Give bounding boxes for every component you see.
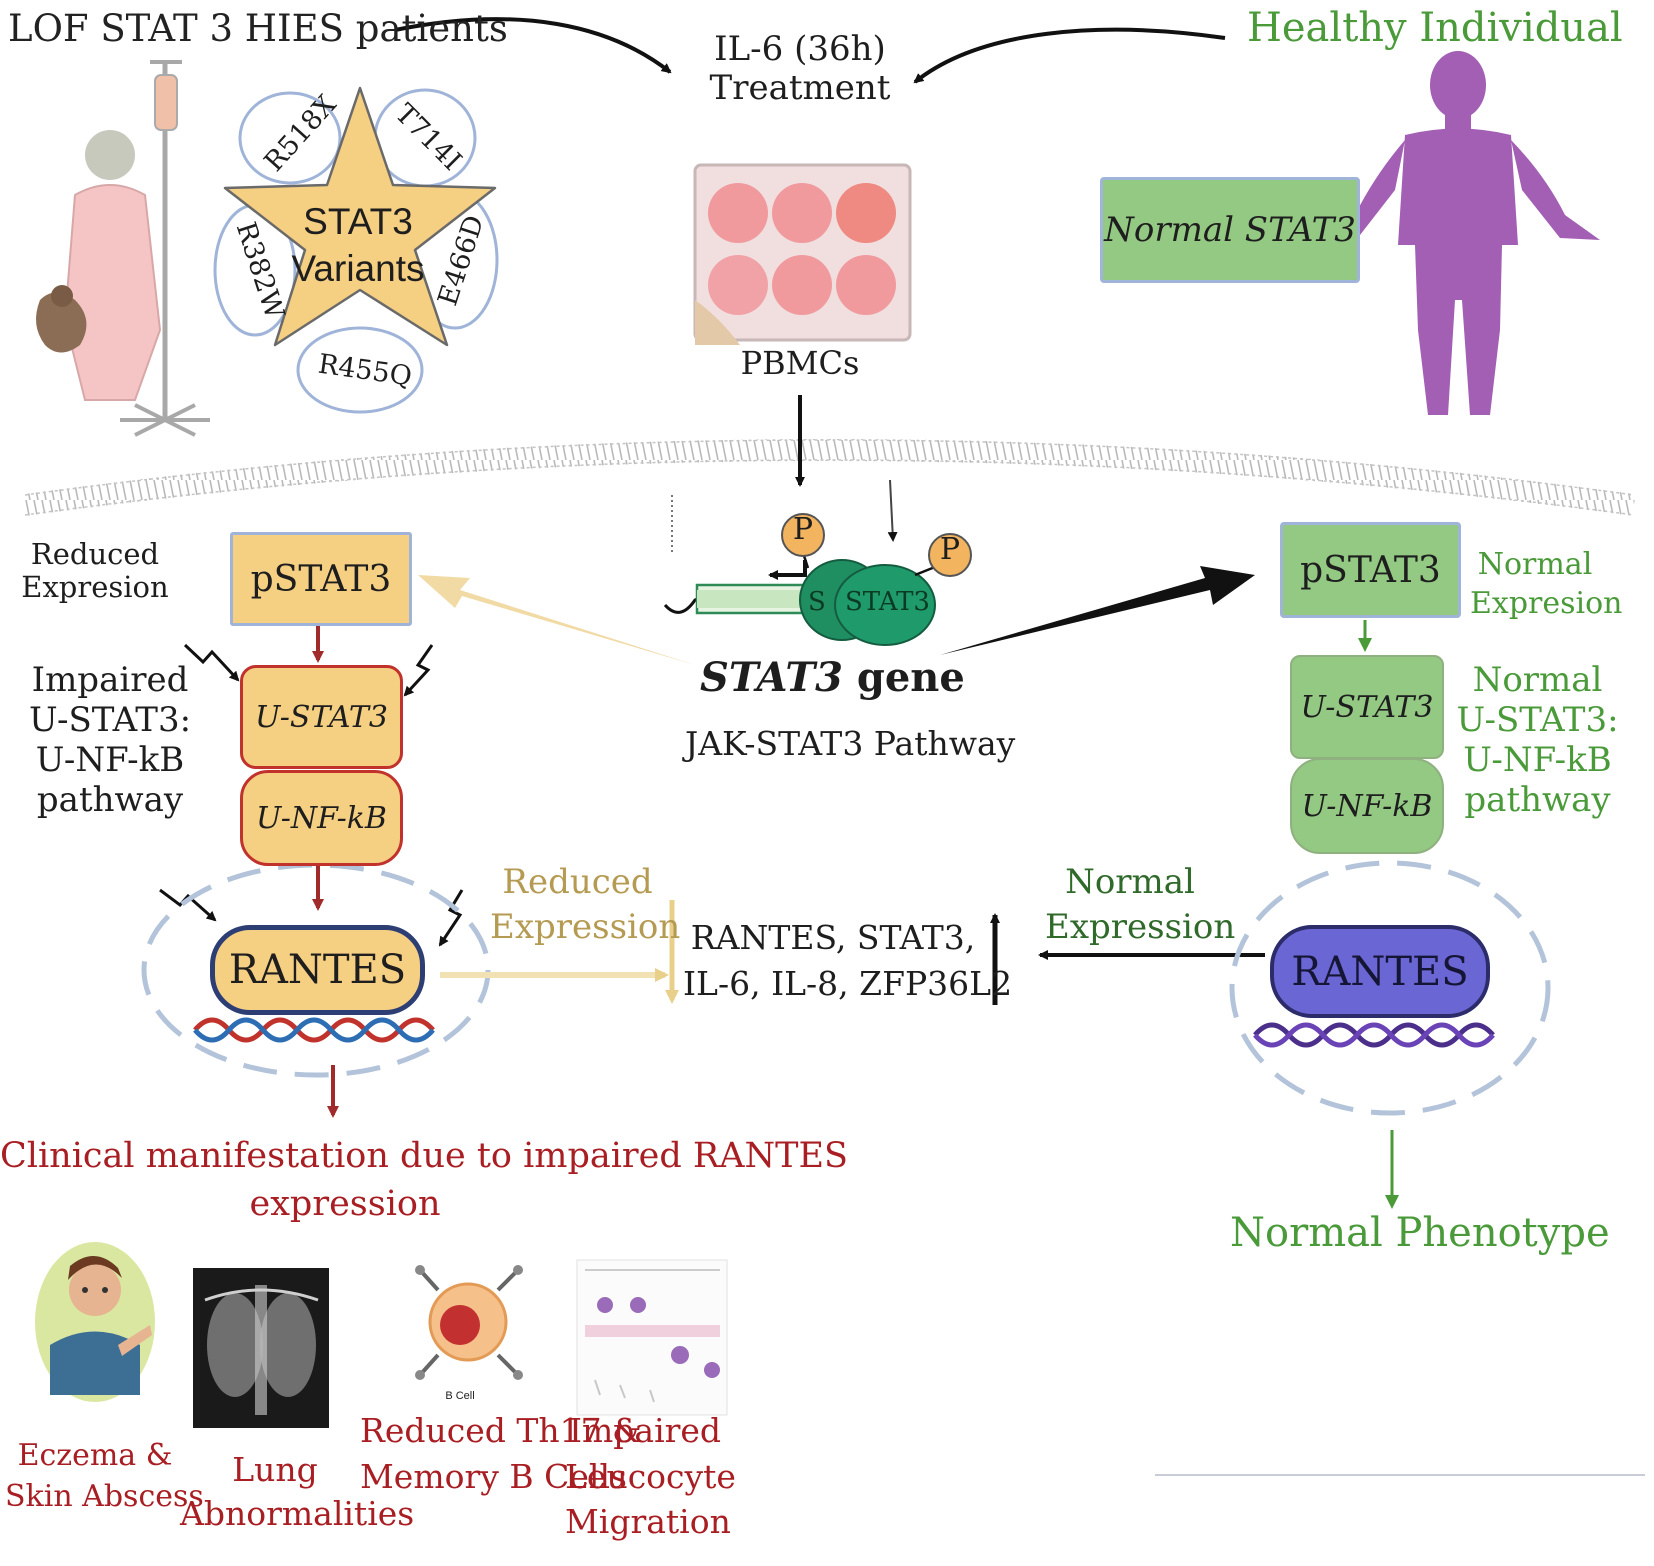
- right-nucleus: [1229, 860, 1551, 1116]
- eczema-picture: [35, 1242, 155, 1402]
- middle-normal-line2: Expression: [1045, 906, 1236, 947]
- patients-label: LOF STAT 3 HIES patients: [8, 7, 508, 50]
- genes-line1: RANTES, STAT3,: [690, 918, 976, 957]
- leucocyte-caption: Impaired Leucocyte Migration: [565, 1408, 736, 1545]
- right-normal-pathway-line3: U-NF-kB: [1463, 740, 1612, 781]
- left-nucleus: [141, 862, 491, 1078]
- well-plate: [693, 163, 912, 345]
- left-unfkb-box: U-NF-kB: [240, 770, 403, 866]
- left-rantes-box: RANTES: [210, 925, 425, 1015]
- right-rantes-label: RANTES: [1291, 948, 1469, 995]
- right-pstat3-label: pSTAT3: [1300, 549, 1441, 591]
- bcell-small-caption: B Cell: [445, 1390, 475, 1402]
- normal-stat3-box: Normal STAT3: [1100, 177, 1360, 283]
- right-normal-pathway: Normal U-STAT3: U-NF-kB pathway: [1455, 660, 1620, 820]
- normal-stat3-label: Normal STAT3: [1104, 210, 1356, 250]
- right-dna: [1253, 1022, 1495, 1048]
- left-reduced-expression: Reduced Expresion: [20, 537, 170, 605]
- variants-star: [213, 86, 499, 414]
- lung-xray-picture: [193, 1268, 329, 1428]
- stat3-protein-label: STAT3: [845, 587, 930, 617]
- jak-stat3-pathway-label: JAK-STAT3 Pathway: [685, 724, 1016, 763]
- right-normal-expression: Normal Expresion: [1470, 545, 1623, 623]
- arrow-gene-to-left-pstat3: [418, 575, 695, 665]
- stat3-gene-figure: [663, 479, 972, 646]
- eczema-line2: Skin Abscess: [5, 1479, 204, 1515]
- right-normal-pathway-line2: U-STAT3:: [1456, 700, 1619, 741]
- leucocyte-line2: Leucocyte: [565, 1456, 736, 1496]
- treatment-line1: IL-6 (36h): [714, 29, 886, 69]
- left-impaired-line3: U-NF-kB: [35, 740, 185, 781]
- middle-reduced-line2: Expression: [490, 906, 681, 947]
- left-reduced-expression-line2: Expresion: [21, 570, 169, 605]
- right-normal-expr-line2: Expresion: [1470, 586, 1623, 621]
- th17-line2: Memory B Cells: [360, 1456, 627, 1496]
- lung-line2: Abnormalities: [180, 1493, 415, 1533]
- healthy-label: Healthy Individual: [1247, 5, 1623, 51]
- left-reduced-expression-line1: Reduced: [30, 537, 160, 571]
- p-badge-left: P: [792, 512, 814, 547]
- left-ustat3-box: U-STAT3: [240, 665, 403, 769]
- eczema-line1: Eczema &: [17, 1438, 173, 1473]
- variants-center-line2: Variants: [291, 248, 425, 290]
- th17-caption: Reduced Th17 & Memory B Cells: [360, 1408, 642, 1499]
- clinical-line1: Clinical manifestation due to impaired R…: [0, 1136, 849, 1176]
- stat3-s-label: S: [808, 587, 826, 617]
- patient-illustration: [36, 60, 210, 437]
- middle-reduced-line1: Reduced: [502, 862, 653, 902]
- arrow-gene-to-right-pstat3: [940, 566, 1255, 655]
- genes-line2: IL-6, IL-8, ZFP36L2: [683, 964, 1013, 1004]
- right-normal-pathway-line4: pathway: [1464, 780, 1611, 821]
- lung-caption: Lung Abnormalities: [180, 1448, 415, 1535]
- stat3-gene-name: STAT3: [700, 654, 843, 701]
- affected-genes-list: RANTES, STAT3, IL-6, IL-8, ZFP36L2: [683, 915, 1013, 1007]
- left-pstat3-label: pSTAT3: [250, 558, 392, 600]
- leucocyte-migration-picture: [576, 1259, 728, 1416]
- left-dna: [193, 1017, 435, 1043]
- right-rantes-box: RANTES: [1270, 925, 1490, 1018]
- cell-membrane: [23, 439, 1636, 516]
- clinical-line2: expression: [249, 1184, 441, 1225]
- clinical-manifestation-text: Clinical manifestation due to impaired R…: [0, 1132, 849, 1229]
- treatment-line2: Treatment: [709, 68, 891, 109]
- pbmcs-label: PBMCs: [740, 344, 860, 382]
- variants-center: STAT3 Variants: [283, 198, 433, 293]
- middle-normal-expression: Normal Expression: [1045, 860, 1236, 950]
- left-impaired-pathway: Impaired U-STAT3: U-NF-kB pathway: [25, 660, 195, 820]
- right-normal-pathway-line1: Normal: [1472, 660, 1603, 700]
- arrow-healthy-to-treatment: [913, 27, 1226, 84]
- left-rantes-label: RANTES: [228, 947, 407, 993]
- left-impaired-line1: Impaired: [31, 660, 189, 700]
- p-badge-right: P: [939, 532, 961, 567]
- middle-reduced-expression: Reduced Expression: [490, 860, 681, 950]
- normal-phenotype-label: Normal Phenotype: [1230, 1210, 1610, 1256]
- stat3-gene-suffix: gene: [842, 654, 965, 701]
- left-unfkb-label: U-NF-kB: [256, 800, 387, 836]
- right-ustat3-label: U-STAT3: [1300, 689, 1434, 725]
- variants-center-line1: STAT3: [303, 201, 413, 242]
- right-pstat3-box: pSTAT3: [1280, 522, 1461, 618]
- middle-normal-line1: Normal: [1065, 862, 1195, 902]
- lung-line1: Lung: [232, 1450, 318, 1489]
- leucocyte-line1: Impaired: [568, 1411, 722, 1450]
- right-unfkb-label: U-NF-kB: [1301, 788, 1433, 824]
- right-normal-expr-line1: Normal: [1477, 547, 1593, 582]
- arrow-patients-to-treatment: [394, 17, 672, 74]
- human-silhouette: [1320, 51, 1600, 415]
- right-unfkb-box: U-NF-kB: [1290, 758, 1444, 854]
- stat3-gene-title: STAT3 gene: [700, 655, 965, 701]
- left-pstat3-box: pSTAT3: [230, 532, 412, 626]
- left-impaired-line2: U-STAT3:: [28, 700, 192, 741]
- treatment-label: IL-6 (36h) Treatment: [700, 29, 900, 109]
- right-ustat3-box: U-STAT3: [1290, 655, 1444, 759]
- left-impaired-line4: pathway: [36, 780, 184, 821]
- bcell-picture: [415, 1265, 523, 1380]
- left-ustat3-label: U-STAT3: [255, 699, 388, 735]
- th17-line1: Reduced Th17 &: [360, 1411, 642, 1450]
- leucocyte-line3: Migration: [565, 1502, 731, 1542]
- eczema-caption: Eczema & Skin Abscess: [5, 1435, 204, 1518]
